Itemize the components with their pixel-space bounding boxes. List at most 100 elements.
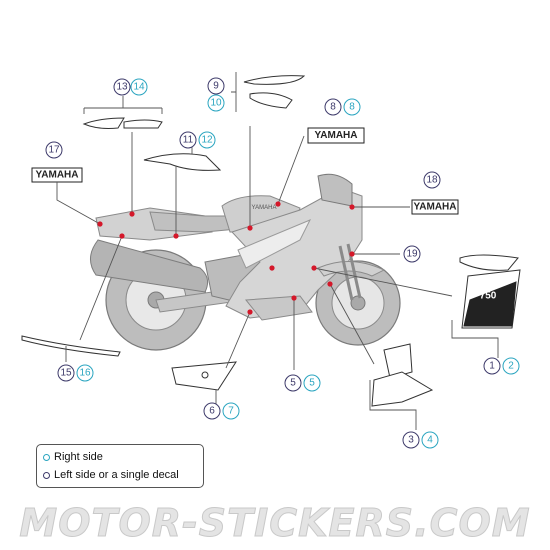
decal-under-fairing-upper bbox=[383, 343, 413, 379]
callout-4-circle bbox=[421, 431, 439, 449]
brand-plate-18-text: YAMAHA bbox=[414, 202, 457, 213]
callout-12-text: 12 bbox=[201, 135, 213, 146]
brand-plate-18 bbox=[411, 199, 459, 215]
decal-tail-right bbox=[123, 119, 163, 129]
callout-10-text: 10 bbox=[210, 98, 222, 109]
decal-tank-upper bbox=[243, 75, 306, 85]
leader-15 bbox=[65, 235, 123, 362]
dot-6 bbox=[247, 309, 253, 315]
callout-7-text: 7 bbox=[228, 406, 234, 417]
callout-3-circle bbox=[402, 431, 420, 449]
dot-18 bbox=[349, 204, 355, 210]
legend-left-side-label: Left side or a single decal bbox=[54, 469, 179, 481]
nose-model-text: 750 bbox=[480, 291, 497, 302]
dot-17 bbox=[97, 221, 103, 227]
brand-plates: YAMAHA YAMAHA YAMAHA 750 bbox=[31, 127, 497, 302]
dot-extra bbox=[269, 265, 275, 271]
decal-under-fairing-lower bbox=[371, 371, 434, 407]
callout-8r-circle bbox=[343, 98, 361, 116]
callout-8-circle bbox=[324, 98, 342, 116]
right-side-circle-icon bbox=[43, 453, 50, 461]
leader-1 bbox=[313, 267, 499, 358]
windscreen bbox=[317, 173, 353, 207]
callout-9-circle bbox=[207, 77, 225, 95]
brand-plate-8-text: YAMAHA bbox=[315, 130, 358, 141]
motorcycle-illustration: YAMAHA bbox=[90, 173, 401, 351]
callout-9-text: 9 bbox=[213, 81, 219, 92]
dot-9 bbox=[247, 225, 253, 231]
fairing-graphic bbox=[237, 219, 312, 269]
callout-2-circle bbox=[502, 357, 520, 375]
callout-15-circle bbox=[57, 364, 75, 382]
callout-1-circle bbox=[483, 357, 501, 375]
callout-16-circle bbox=[76, 364, 94, 382]
callout-19-text: 19 bbox=[406, 249, 418, 260]
callout-18-text: 18 bbox=[426, 175, 438, 186]
dot-15 bbox=[119, 233, 125, 239]
callout-18-circle bbox=[423, 171, 441, 189]
callout-6-text: 6 bbox=[209, 406, 215, 417]
belly-pan bbox=[245, 295, 313, 321]
dot-1 bbox=[311, 265, 317, 271]
leader-9 bbox=[231, 72, 237, 112]
exhaust-muffler bbox=[90, 239, 209, 293]
callout-5-circle bbox=[284, 374, 302, 392]
brand-plate-17-text: YAMAHA bbox=[36, 170, 79, 181]
callout-5r-circle bbox=[303, 374, 321, 392]
decal-long-stripe bbox=[21, 335, 121, 357]
legend-right-side-label: Right side bbox=[54, 451, 103, 463]
callout-6-circle bbox=[203, 402, 221, 420]
front-hub bbox=[350, 295, 366, 311]
callout-5r-text: 5 bbox=[309, 378, 315, 389]
callout-11-text: 11 bbox=[183, 135, 194, 146]
legend-box: Right side Left side or a single decal bbox=[36, 444, 204, 488]
callout-dots bbox=[97, 201, 355, 315]
decal-nose-dark bbox=[463, 281, 517, 327]
brand-plate-8 bbox=[307, 127, 365, 144]
dot-3 bbox=[327, 281, 333, 287]
leader-3 bbox=[329, 283, 417, 430]
dot-5 bbox=[291, 295, 297, 301]
leader-8 bbox=[277, 135, 305, 205]
callout-8-text: 8 bbox=[330, 102, 336, 113]
dot-19 bbox=[349, 251, 355, 257]
callout-14-circle bbox=[130, 78, 148, 96]
callout-2-text: 2 bbox=[508, 361, 514, 372]
callout-13-text: 13 bbox=[116, 82, 128, 93]
legend-left-side: Left side or a single decal bbox=[43, 468, 179, 482]
decal-tank-lower bbox=[249, 92, 293, 109]
dot-13 bbox=[129, 211, 135, 217]
leader-6 bbox=[215, 311, 251, 408]
decal-tail-side bbox=[143, 153, 222, 171]
dot-11 bbox=[173, 233, 179, 239]
decal-tail-left bbox=[82, 117, 125, 129]
decal-lower-cowl-hole bbox=[201, 371, 209, 379]
left-side-circle-icon bbox=[43, 471, 50, 479]
callout-4-text: 4 bbox=[427, 435, 433, 446]
callout-19-circle bbox=[403, 245, 421, 263]
callout-1-text: 1 bbox=[489, 361, 495, 372]
callout-8r-text: 8 bbox=[349, 102, 355, 113]
callout-3-text: 3 bbox=[408, 435, 414, 446]
callout-13-circle bbox=[113, 78, 131, 96]
callout-numbers: 1 2 3 4 5 5 6 7 8 8 9 10 11 12 13 bbox=[45, 77, 520, 449]
callout-15-text: 15 bbox=[60, 368, 72, 379]
leader-17 bbox=[56, 182, 101, 225]
callout-17-text: 17 bbox=[48, 145, 60, 156]
callout-10-circle bbox=[207, 94, 225, 112]
callout-17-circle bbox=[45, 141, 63, 159]
decal-drawings bbox=[21, 75, 521, 407]
decal-nose-top bbox=[459, 254, 519, 271]
legend-right-side: Right side bbox=[43, 450, 103, 464]
callout-16-text: 16 bbox=[79, 368, 91, 379]
callout-7-circle bbox=[222, 402, 240, 420]
watermark: MOTOR-STICKERS.COM bbox=[19, 501, 531, 546]
callout-14-text: 14 bbox=[133, 82, 145, 93]
leader-lines bbox=[56, 72, 499, 430]
callout-5-text: 5 bbox=[290, 378, 296, 389]
callout-11-circle bbox=[179, 131, 197, 149]
callout-12-circle bbox=[198, 131, 216, 149]
dot-8 bbox=[275, 201, 281, 207]
tank-brand-text: YAMAHA bbox=[252, 205, 277, 211]
